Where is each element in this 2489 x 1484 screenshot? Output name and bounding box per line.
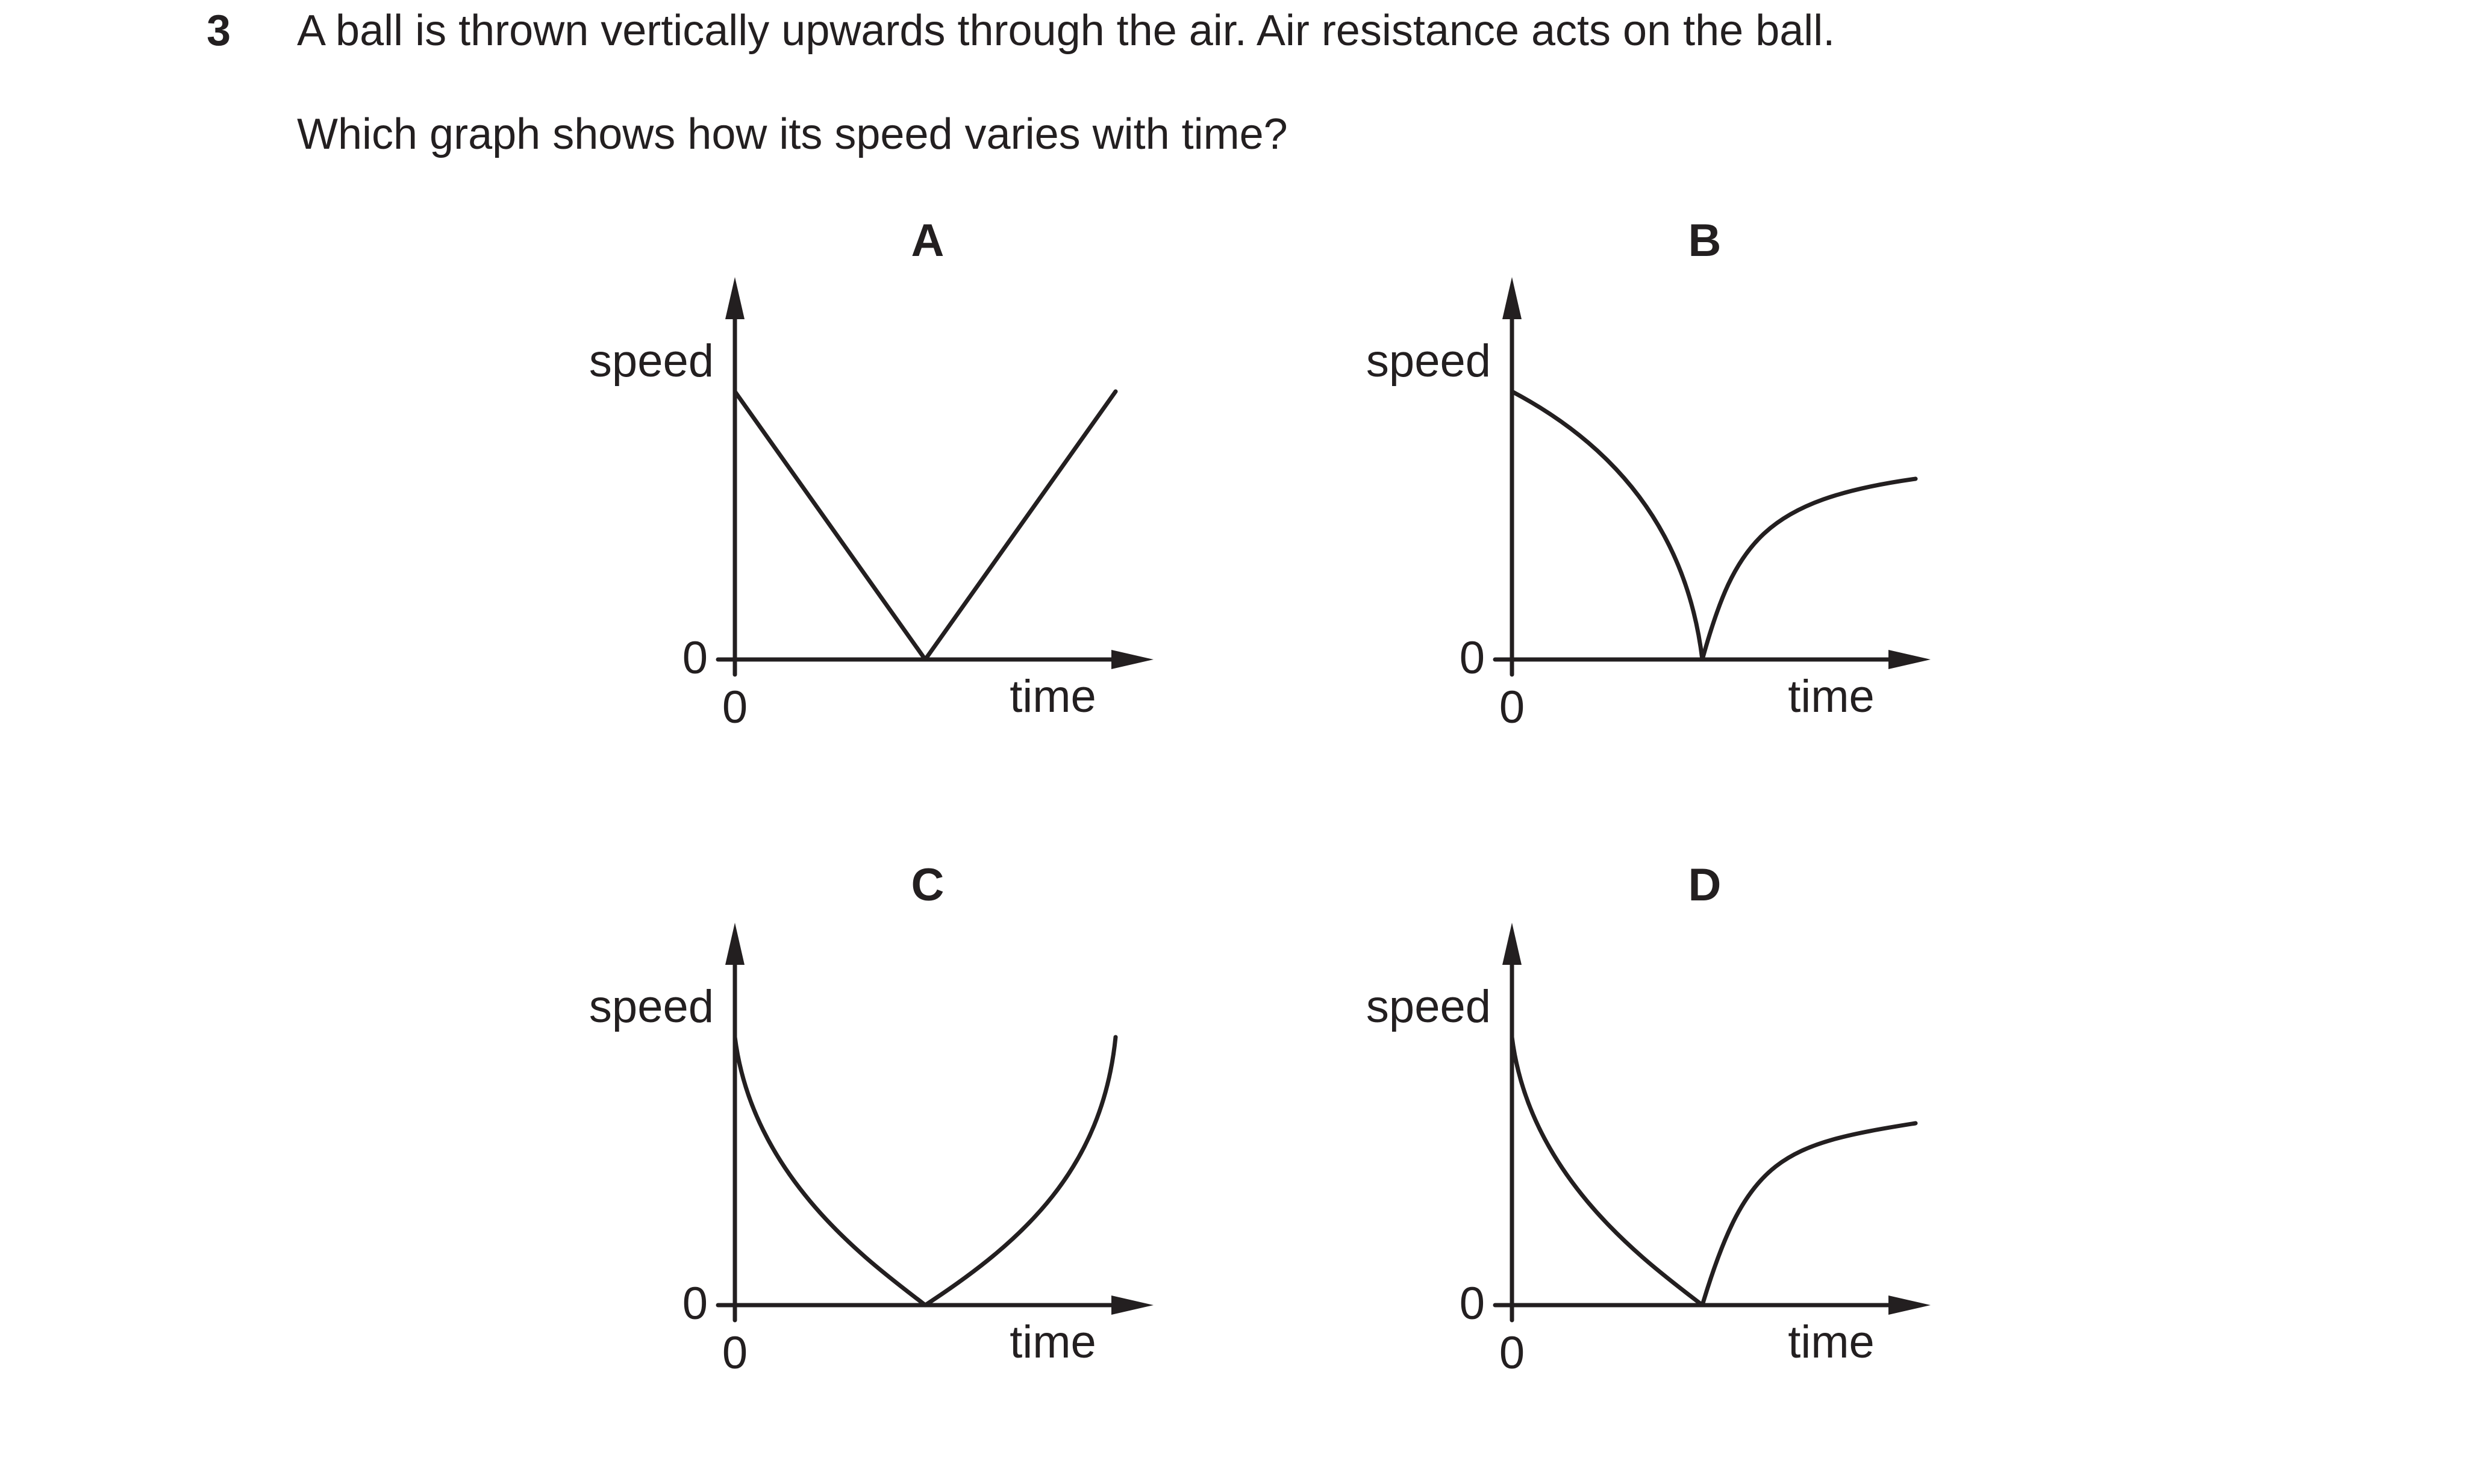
graph-c[interactable]: C speed 0 0 time <box>589 859 1154 1379</box>
graph-a[interactable]: A speed 0 0 time <box>589 215 1154 733</box>
graph-b-x-axis-label: time <box>1788 671 1875 722</box>
graph-c-y-axis-label: speed <box>589 981 714 1032</box>
graph-d-x-axis-label: time <box>1788 1317 1875 1368</box>
graph-b-y-arrow-icon <box>1502 277 1522 319</box>
graph-b-y-origin-label: 0 <box>1460 632 1485 684</box>
graph-a-y-arrow-icon <box>725 277 745 319</box>
question-prompt: Which graph shows how its speed varies w… <box>297 110 1288 158</box>
graph-d-label: D <box>1688 859 1722 911</box>
graph-c-curve <box>732 1035 1118 1308</box>
graph-d-x-origin-label: 0 <box>1499 1327 1525 1379</box>
graph-d-x-arrow-icon <box>1888 1295 1931 1315</box>
graph-c-y-origin-label: 0 <box>682 1278 708 1329</box>
graph-b-x-origin-label: 0 <box>1499 682 1525 733</box>
question-text: A ball is thrown vertically upwards thro… <box>297 7 1835 55</box>
graph-c-label: C <box>911 859 945 911</box>
graph-a-label: A <box>911 215 945 266</box>
graph-b-y-axis-label: speed <box>1366 335 1491 387</box>
graph-d-y-arrow-icon <box>1502 923 1522 965</box>
graph-d-y-origin-label: 0 <box>1460 1278 1485 1329</box>
graph-d-y-axis-label: speed <box>1366 981 1491 1032</box>
graph-a-x-arrow-icon <box>1111 650 1154 669</box>
graph-a-x-origin-label: 0 <box>722 682 748 733</box>
graph-b-label: B <box>1688 215 1722 266</box>
graph-c-x-origin-label: 0 <box>722 1327 748 1379</box>
graph-c-x-arrow-icon <box>1111 1295 1154 1315</box>
graph-c-y-arrow-icon <box>725 923 745 965</box>
graph-b-curve <box>1510 389 1918 662</box>
graph-a-y-origin-label: 0 <box>682 632 708 684</box>
graph-a-x-axis-label: time <box>1010 671 1096 722</box>
graph-b[interactable]: B speed 0 0 time <box>1366 215 1931 733</box>
graph-b-x-arrow-icon <box>1888 650 1931 669</box>
question-number: 3 <box>207 7 231 55</box>
graph-d[interactable]: D speed 0 0 time <box>1366 859 1931 1379</box>
graph-d-curve <box>1510 1035 1918 1308</box>
graph-c-x-axis-label: time <box>1010 1317 1096 1368</box>
graph-a-y-axis-label: speed <box>589 335 714 387</box>
graph-a-curve <box>732 389 1118 662</box>
